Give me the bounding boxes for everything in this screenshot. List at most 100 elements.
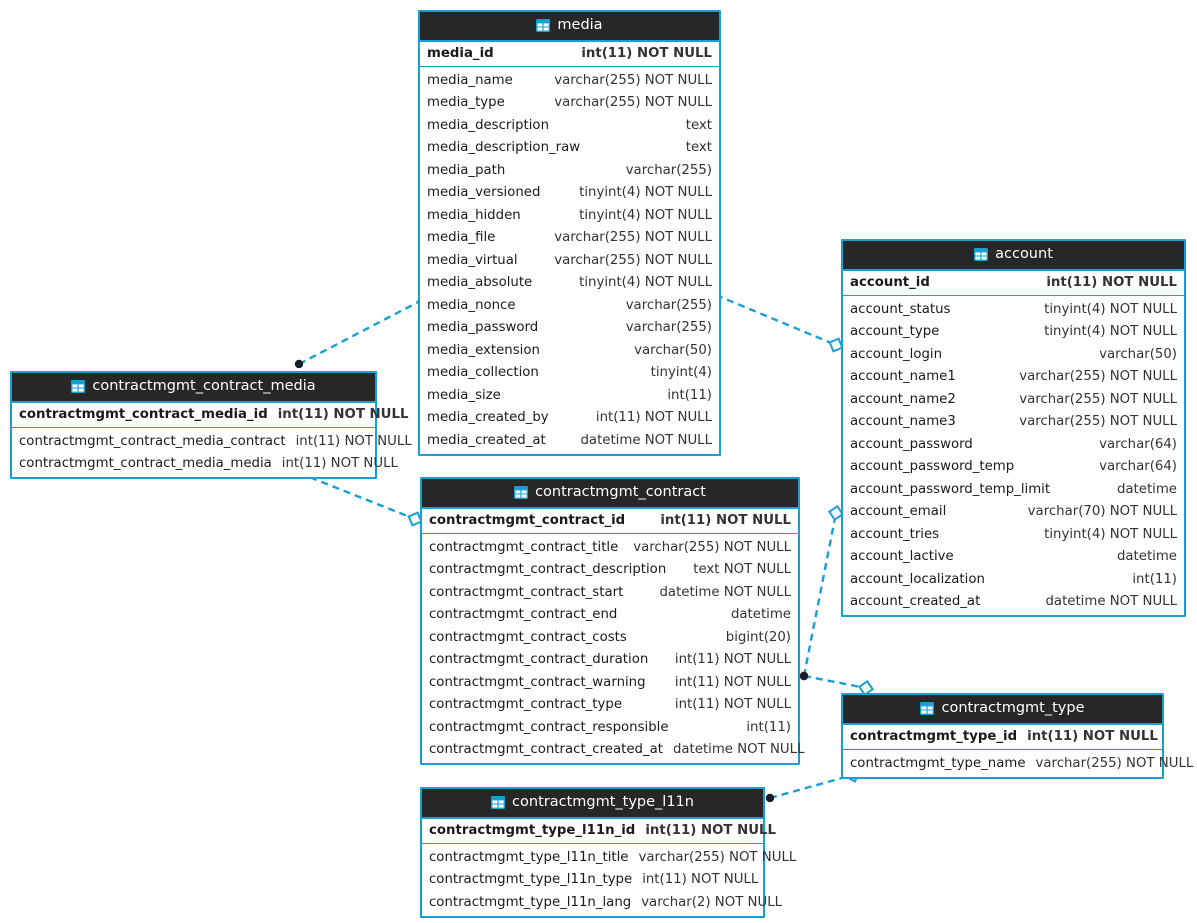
column-type: varchar(255) NOT NULL [1019, 369, 1177, 385]
column-type: varchar(255) NOT NULL [1035, 755, 1194, 771]
column-type: datetime [1116, 549, 1177, 565]
column-name: contractmgmt_contract_created_at [429, 742, 663, 758]
column-name: media_created_at [427, 432, 546, 448]
entity-header-media[interactable]: media [420, 12, 719, 42]
column-type: text NOT NULL [693, 562, 791, 578]
column-type: varchar(2) NOT NULL [641, 894, 783, 910]
entity-header-contractmgmt_type[interactable]: contractmgmt_type [843, 695, 1162, 725]
column-row[interactable]: account_name1 varchar(255) NOT NULL [843, 366, 1184, 388]
entity-header-contractmgmt_contract[interactable]: contractmgmt_contract [422, 479, 798, 509]
column-name: account_localization [850, 571, 985, 587]
column-row[interactable]: account_name2 varchar(255) NOT NULL [843, 388, 1184, 410]
entity-header-contractmgmt_type_l11n[interactable]: contractmgmt_type_l11n [422, 789, 763, 819]
column-name: contractmgmt_contract_media_media [19, 456, 272, 472]
column-type: bigint(20) [725, 629, 791, 645]
relationship-source-dot [765, 793, 775, 803]
entity-header-contractmgmt_contract_media[interactable]: contractmgmt_contract_media [12, 373, 375, 403]
column-name: account_tries [850, 526, 940, 542]
table-icon [514, 485, 529, 499]
column-type: tinyint(4) NOT NULL [1044, 301, 1177, 317]
entity-title: contractmgmt_type [941, 700, 1085, 716]
entity-header-account[interactable]: account [843, 241, 1184, 271]
column-name: account_created_at [850, 594, 981, 610]
column-type: int(11) NOT NULL [660, 513, 791, 528]
column-name: media_description_raw [427, 140, 581, 156]
column-type: tinyint(4) NOT NULL [1044, 526, 1177, 542]
column-name: account_name2 [850, 391, 956, 407]
column-type: datetime [1116, 481, 1177, 497]
column-name: contractmgmt_contract_media_contract [19, 433, 286, 449]
table-icon [536, 18, 551, 32]
column-name: contractmgmt_contract_title [429, 539, 619, 555]
column-type: int(11) NOT NULL [674, 674, 791, 690]
column-type: int(11) NOT NULL [642, 872, 759, 888]
column-type: varchar(255) NOT NULL [1019, 391, 1177, 407]
column-name: contractmgmt_contract_duration [429, 652, 649, 668]
column-row[interactable]: account_tries tinyint(4) NOT NULL [843, 523, 1184, 545]
column-name: account_password [850, 436, 973, 452]
column-name: account_name1 [850, 369, 956, 385]
relationship-contract-media-to-media [294, 291, 432, 369]
column-type: varchar(255) NOT NULL [1019, 414, 1177, 430]
table-icon [491, 795, 506, 809]
